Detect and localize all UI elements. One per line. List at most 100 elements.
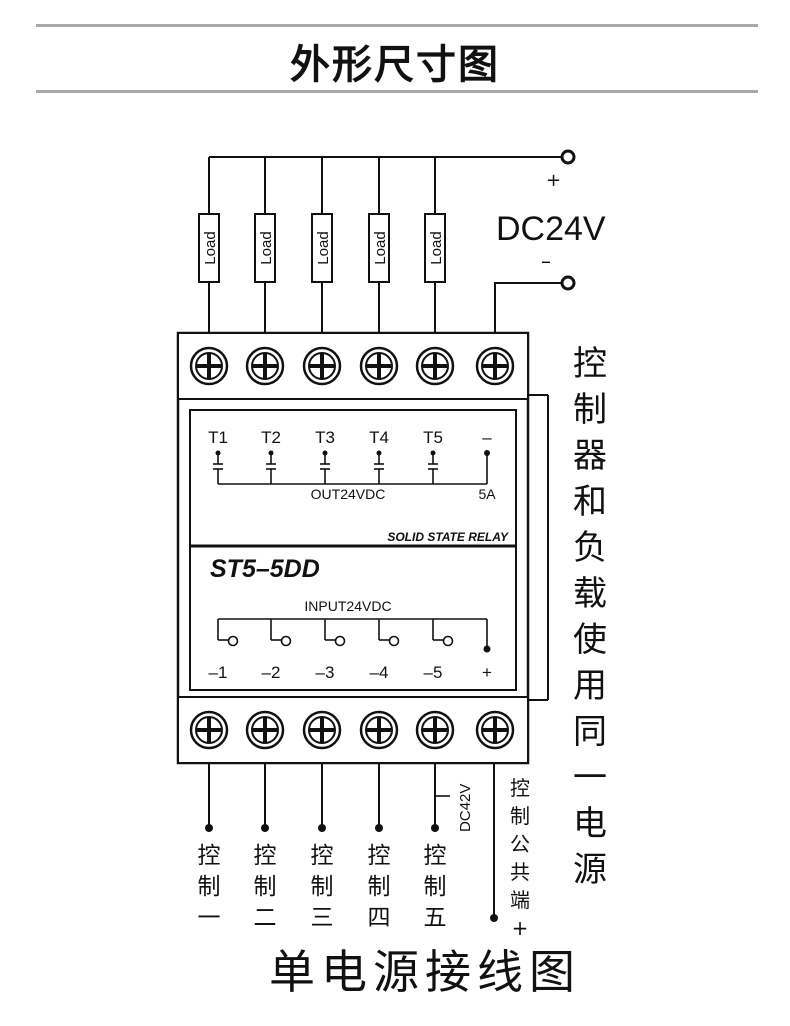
load-label: Load <box>202 231 219 264</box>
control-label-char: 控 <box>198 843 221 869</box>
supply-minus-sign: – <box>541 249 551 273</box>
control-label-char: 制 <box>424 874 447 900</box>
common-wire-end <box>490 914 498 922</box>
control-label-char: 制 <box>254 874 277 900</box>
side-note-char: 载 <box>573 574 607 614</box>
control-label-char: 制 <box>198 874 221 900</box>
front-panel <box>189 409 517 691</box>
screw-terminal <box>189 710 229 750</box>
load-branches: Load Load Load Load Load <box>198 157 446 334</box>
side-note-char: 控 <box>573 344 607 384</box>
control-wire-end <box>375 824 383 832</box>
output-contact-dot <box>376 450 382 456</box>
screw-terminal <box>245 346 285 386</box>
output-voltage-label: OUT24VDC <box>311 486 386 502</box>
screw-terminal <box>302 346 342 386</box>
common-label-char: 控 <box>510 776 530 800</box>
control-wire-end <box>205 824 213 832</box>
screw-terminal <box>415 346 455 386</box>
positive-supply-terminal <box>560 149 576 165</box>
control-wire-end <box>261 824 269 832</box>
negative-supply-terminal <box>560 275 576 291</box>
input-terminal-label: –2 <box>262 663 281 682</box>
output-terminal-label: T1 <box>208 428 228 447</box>
side-note-char: 使 <box>573 620 607 660</box>
output-contact-dot <box>215 450 221 456</box>
side-note-char: 同 <box>573 712 607 752</box>
input-contact-ring <box>388 635 400 647</box>
supply-voltage-label: DC24V <box>496 210 606 248</box>
screw-terminal <box>302 710 342 750</box>
output-terminal-label: T3 <box>315 428 335 447</box>
load-label: Load <box>428 231 445 264</box>
control-label-char: 制 <box>311 874 334 900</box>
screw-terminal <box>475 346 515 386</box>
load-branch: Load <box>368 157 390 334</box>
load-branch: Load <box>311 157 333 334</box>
load-label: Load <box>258 231 275 264</box>
diagram-caption: 单电源接线图 <box>269 945 581 999</box>
output-terminal-label: – <box>482 428 492 447</box>
input-terminal-label: –3 <box>316 663 335 682</box>
control-label-char: 四 <box>368 905 391 931</box>
supply-plus-sign: + <box>546 170 561 191</box>
input-terminal-label: –1 <box>209 663 228 682</box>
side-note-char: 用 <box>573 666 607 706</box>
input-terminal-label: –5 <box>424 663 443 682</box>
relay-model-label: ST5–5DD <box>210 555 320 583</box>
control-label-char: 一 <box>198 905 221 931</box>
load-label: Load <box>315 231 332 264</box>
control-wire-end <box>318 824 326 832</box>
screw-terminal <box>245 710 285 750</box>
page-title: 外形尺寸图 <box>290 42 500 88</box>
input-terminal-label: –4 <box>370 663 389 682</box>
common-label-char: + <box>512 916 529 940</box>
output-contact-dot <box>430 450 436 456</box>
output-current-label: 5A <box>478 486 496 502</box>
control-wires <box>205 763 450 832</box>
side-note-char: 和 <box>573 482 607 522</box>
common-label-char: 公 <box>510 832 530 856</box>
input-contact-ring <box>227 635 239 647</box>
relay-type-label: SOLID STATE RELAY <box>387 530 509 544</box>
screw-terminal <box>415 710 455 750</box>
top-terminal-strip <box>177 332 529 400</box>
top-rule <box>36 24 758 27</box>
side-note-char: 源 <box>573 850 607 890</box>
load-branch: Load <box>198 157 220 334</box>
side-note-char: 电 <box>573 804 607 844</box>
side-note-char: 一 <box>573 758 607 798</box>
load-branch: Load <box>424 157 446 334</box>
control-label: 控制五 <box>424 843 447 931</box>
bottom-rule <box>36 90 758 93</box>
input-terminal-label: + <box>482 663 492 682</box>
input-contact-ring <box>334 635 346 647</box>
input-contact-ring <box>280 635 292 647</box>
control-wire-end <box>431 824 439 832</box>
bottom-terminal-strip <box>177 696 529 764</box>
control-label: 控制三 <box>311 843 334 931</box>
screw-terminal <box>189 346 229 386</box>
input-contact-ring <box>442 635 454 647</box>
input-positive-dot <box>483 645 491 653</box>
output-terminal-label: T5 <box>423 428 443 447</box>
control-label: 控制一 <box>198 843 221 931</box>
input-voltage-label: INPUT24VDC <box>304 598 391 614</box>
control-label-char: 控 <box>254 843 277 869</box>
input-terminal-labels: –1 –2 –3 –4 –5 + <box>209 663 492 682</box>
control-label-char: 控 <box>311 843 334 869</box>
control-label-char: 制 <box>368 874 391 900</box>
output-contact-dot <box>268 450 274 456</box>
control-label-char: 三 <box>311 905 334 931</box>
load-branch: Load <box>254 157 276 334</box>
output-terminal-label: T2 <box>261 428 281 447</box>
control-label: 控制二 <box>254 843 277 931</box>
screw-terminal <box>359 346 399 386</box>
control-label-char: 五 <box>424 905 447 931</box>
dc-small-label: DC42V <box>457 784 474 832</box>
